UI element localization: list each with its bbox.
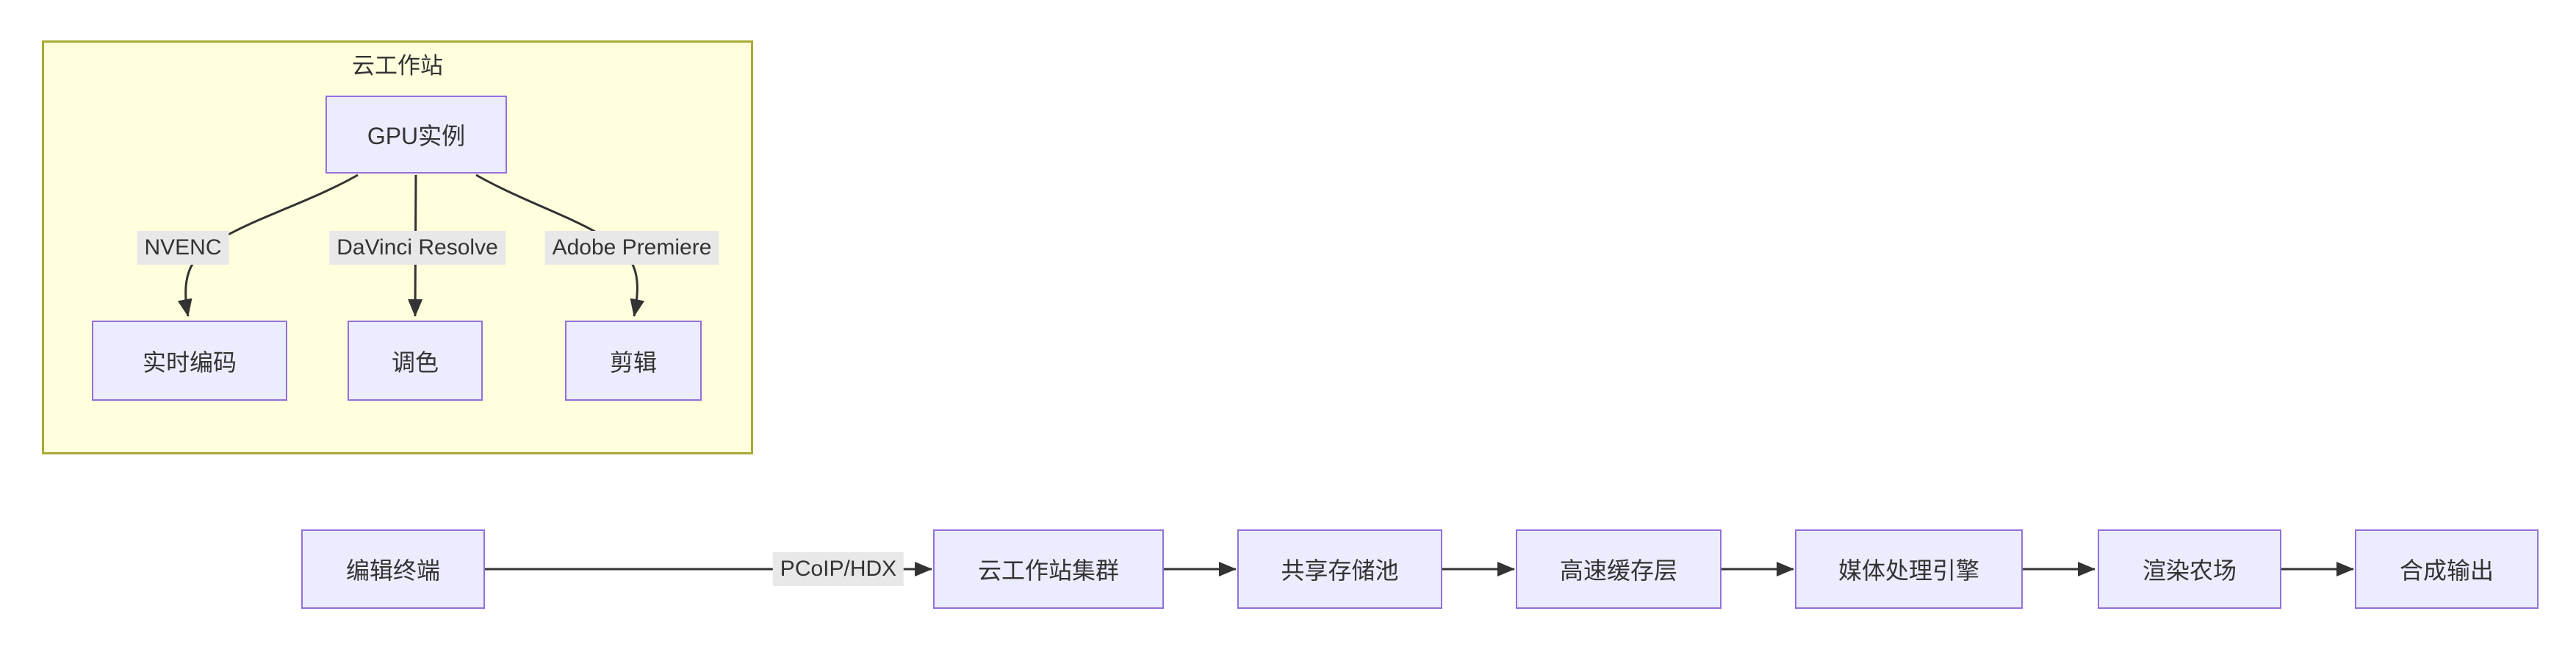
node-composite-output: 合成输出 — [2355, 529, 2539, 609]
node-render-farm: 渲染农场 — [2098, 529, 2281, 609]
node-editing: 剪辑 — [565, 321, 702, 401]
node-cache-layer: 高速缓存层 — [1516, 529, 1721, 609]
edge-label-nvenc: NVENC — [137, 231, 229, 265]
node-media-processing-engine: 媒体处理引擎 — [1795, 529, 2023, 609]
node-gpu-instance: GPU实例 — [325, 96, 507, 174]
node-color-grading: 调色 — [348, 321, 483, 401]
node-realtime-encoding: 实时编码 — [92, 321, 287, 401]
node-edit-terminal: 编辑终端 — [301, 529, 485, 609]
edge-label-davinci-resolve: DaVinci Resolve — [329, 231, 506, 265]
cluster-title: 云工作站 — [352, 53, 443, 79]
node-workstation-cluster: 云工作站集群 — [933, 529, 1164, 609]
edge-label-pcoip-hdx: PCoIP/HDX — [772, 552, 904, 586]
edge-label-adobe-premiere: Adobe Premiere — [544, 231, 719, 265]
node-shared-storage-pool: 共享存储池 — [1237, 529, 1442, 609]
